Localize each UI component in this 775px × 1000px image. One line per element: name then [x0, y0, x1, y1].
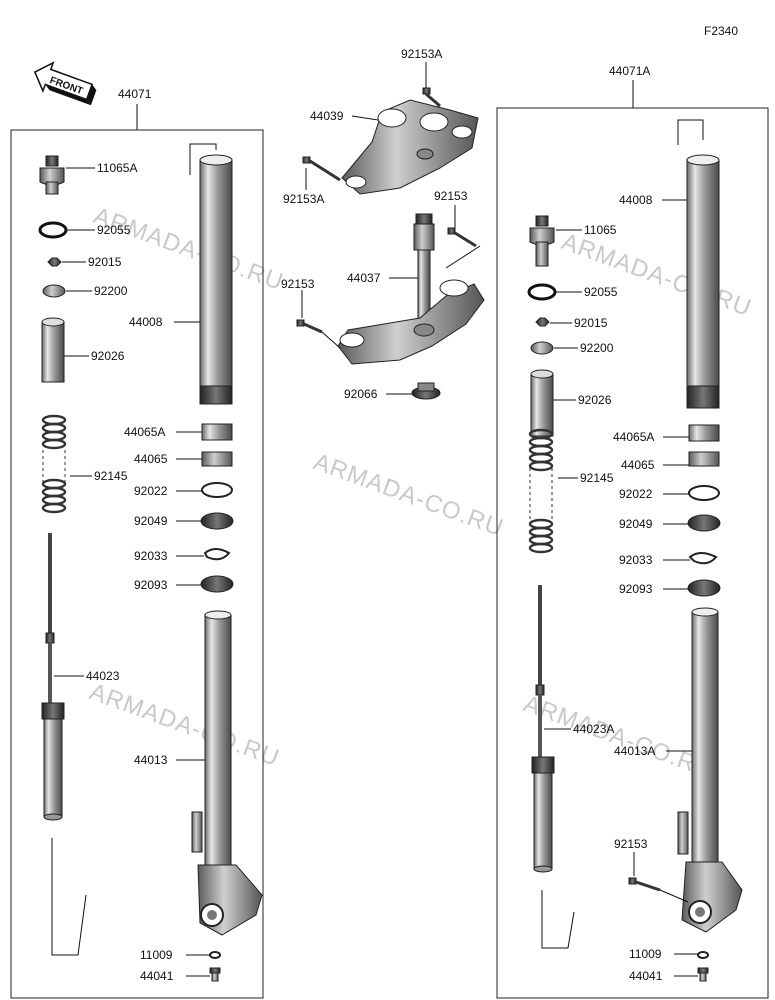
- callout-label: 92015: [574, 316, 608, 330]
- snap-ring: [688, 552, 718, 565]
- dust-seal: [687, 579, 721, 597]
- watermark: ARMADA-CO.RU: [86, 678, 283, 772]
- right-callouts: 44008 11065 92055 92015 92200 92026 4406…: [544, 193, 698, 983]
- callout-label: 92055: [97, 223, 131, 237]
- center-parts: 92153A 44039 92153A: [281, 47, 485, 401]
- bushing: [688, 451, 720, 467]
- damper-rod: [531, 585, 555, 873]
- outer-tube: [686, 154, 720, 409]
- fork-spring: [528, 428, 554, 554]
- callout-label: 92066: [344, 387, 378, 401]
- bushing: [201, 451, 233, 467]
- callout-label: 92200: [580, 341, 614, 355]
- left-callouts: 11065A 92055 92015 92200 92026 44008 440…: [54, 161, 210, 983]
- stem-seal: [411, 382, 441, 400]
- nut: [47, 257, 62, 267]
- callout-label: 44039: [310, 109, 344, 123]
- assembly-label-left: 44071: [118, 87, 152, 101]
- nut: [535, 317, 550, 327]
- callout-label: 44037: [347, 271, 381, 285]
- damper-rod: [41, 533, 65, 821]
- callout-label: 92153: [434, 189, 468, 203]
- watermark: ARMADA-CO.RU: [558, 228, 755, 322]
- drain-bolt: [209, 967, 221, 982]
- dust-seal: [200, 575, 234, 593]
- collar: [530, 369, 554, 437]
- callout-label: 92022: [619, 487, 653, 501]
- callout-label: 92033: [619, 553, 653, 567]
- cap-bolt: [529, 215, 555, 267]
- gasket: [209, 951, 221, 959]
- watermark: ARMADA-CO.RU: [310, 448, 507, 542]
- oil-seal: [200, 512, 234, 530]
- inner-tube: [191, 610, 263, 936]
- figure-code: F2340: [704, 24, 738, 38]
- gasket: [697, 951, 709, 959]
- drain-bolt: [697, 967, 709, 982]
- callout-label: 92055: [584, 285, 618, 299]
- callout-label: 92026: [91, 349, 125, 363]
- bolt: [296, 319, 323, 334]
- snap-ring: [203, 548, 231, 561]
- callout-label: 44041: [140, 969, 174, 983]
- callout-label: 11009: [629, 947, 662, 961]
- outer-tube: [199, 154, 233, 405]
- o-ring: [527, 283, 557, 301]
- callout-label: 44013: [134, 753, 168, 767]
- bolt: [628, 877, 661, 892]
- callout-label: 92093: [619, 582, 653, 596]
- fork-spring: [41, 414, 67, 514]
- cap-bolt: [39, 155, 65, 195]
- assembly-label-right: 44071A: [609, 64, 650, 78]
- callout-label: 92026: [578, 393, 612, 407]
- callout-label: 92093: [134, 578, 168, 592]
- callout-label: 92153A: [401, 47, 442, 61]
- callout-label: 92200: [94, 284, 128, 298]
- front-arrow-icon: FRONT: [33, 61, 97, 106]
- callout-label: 44041: [629, 969, 663, 983]
- upper-bracket: [341, 99, 479, 195]
- callout-label: 44065: [621, 458, 655, 472]
- callout-label: 92049: [134, 514, 168, 528]
- o-ring: [38, 221, 68, 239]
- callout-label: 11065A: [97, 161, 137, 175]
- callout-label: 44023: [86, 669, 120, 683]
- callout-label: 44065: [134, 452, 168, 466]
- callout-label: 92033: [134, 549, 168, 563]
- callout-label: 11065: [584, 223, 617, 237]
- callout-label: 92153A: [283, 192, 324, 206]
- right-fork-parts: [527, 119, 743, 982]
- callout-label: 92145: [580, 471, 614, 485]
- callout-label: 44013A: [614, 744, 655, 758]
- callout-label: 44065A: [613, 430, 654, 444]
- callout-label: 92015: [88, 255, 122, 269]
- inner-tube: [677, 607, 743, 933]
- washer-ring: [688, 485, 720, 501]
- callout-label: 92049: [619, 517, 653, 531]
- callout-label: 92153: [281, 277, 315, 291]
- washer-ring: [201, 482, 233, 498]
- steering-stem: [337, 213, 485, 365]
- oil-seal: [687, 514, 721, 532]
- left-fork-parts: [38, 143, 263, 982]
- callout-label: 44008: [619, 193, 653, 207]
- bolt: [422, 87, 441, 108]
- callout-label: 44065A: [124, 425, 165, 439]
- callout-label: 11009: [140, 948, 173, 962]
- callout-label: 44023A: [573, 722, 614, 736]
- collar: [41, 317, 65, 383]
- bolt: [447, 227, 477, 248]
- bushing: [201, 423, 233, 441]
- bushing: [688, 424, 720, 442]
- callout-label: 92145: [94, 469, 128, 483]
- washer: [42, 284, 66, 298]
- callout-label: 92022: [134, 484, 168, 498]
- washer: [530, 341, 554, 355]
- bolt: [302, 156, 341, 182]
- watermark: ARMADA-CO.RU: [90, 202, 287, 296]
- callout-label: 92153: [614, 837, 648, 851]
- callout-label: 44008: [129, 315, 163, 329]
